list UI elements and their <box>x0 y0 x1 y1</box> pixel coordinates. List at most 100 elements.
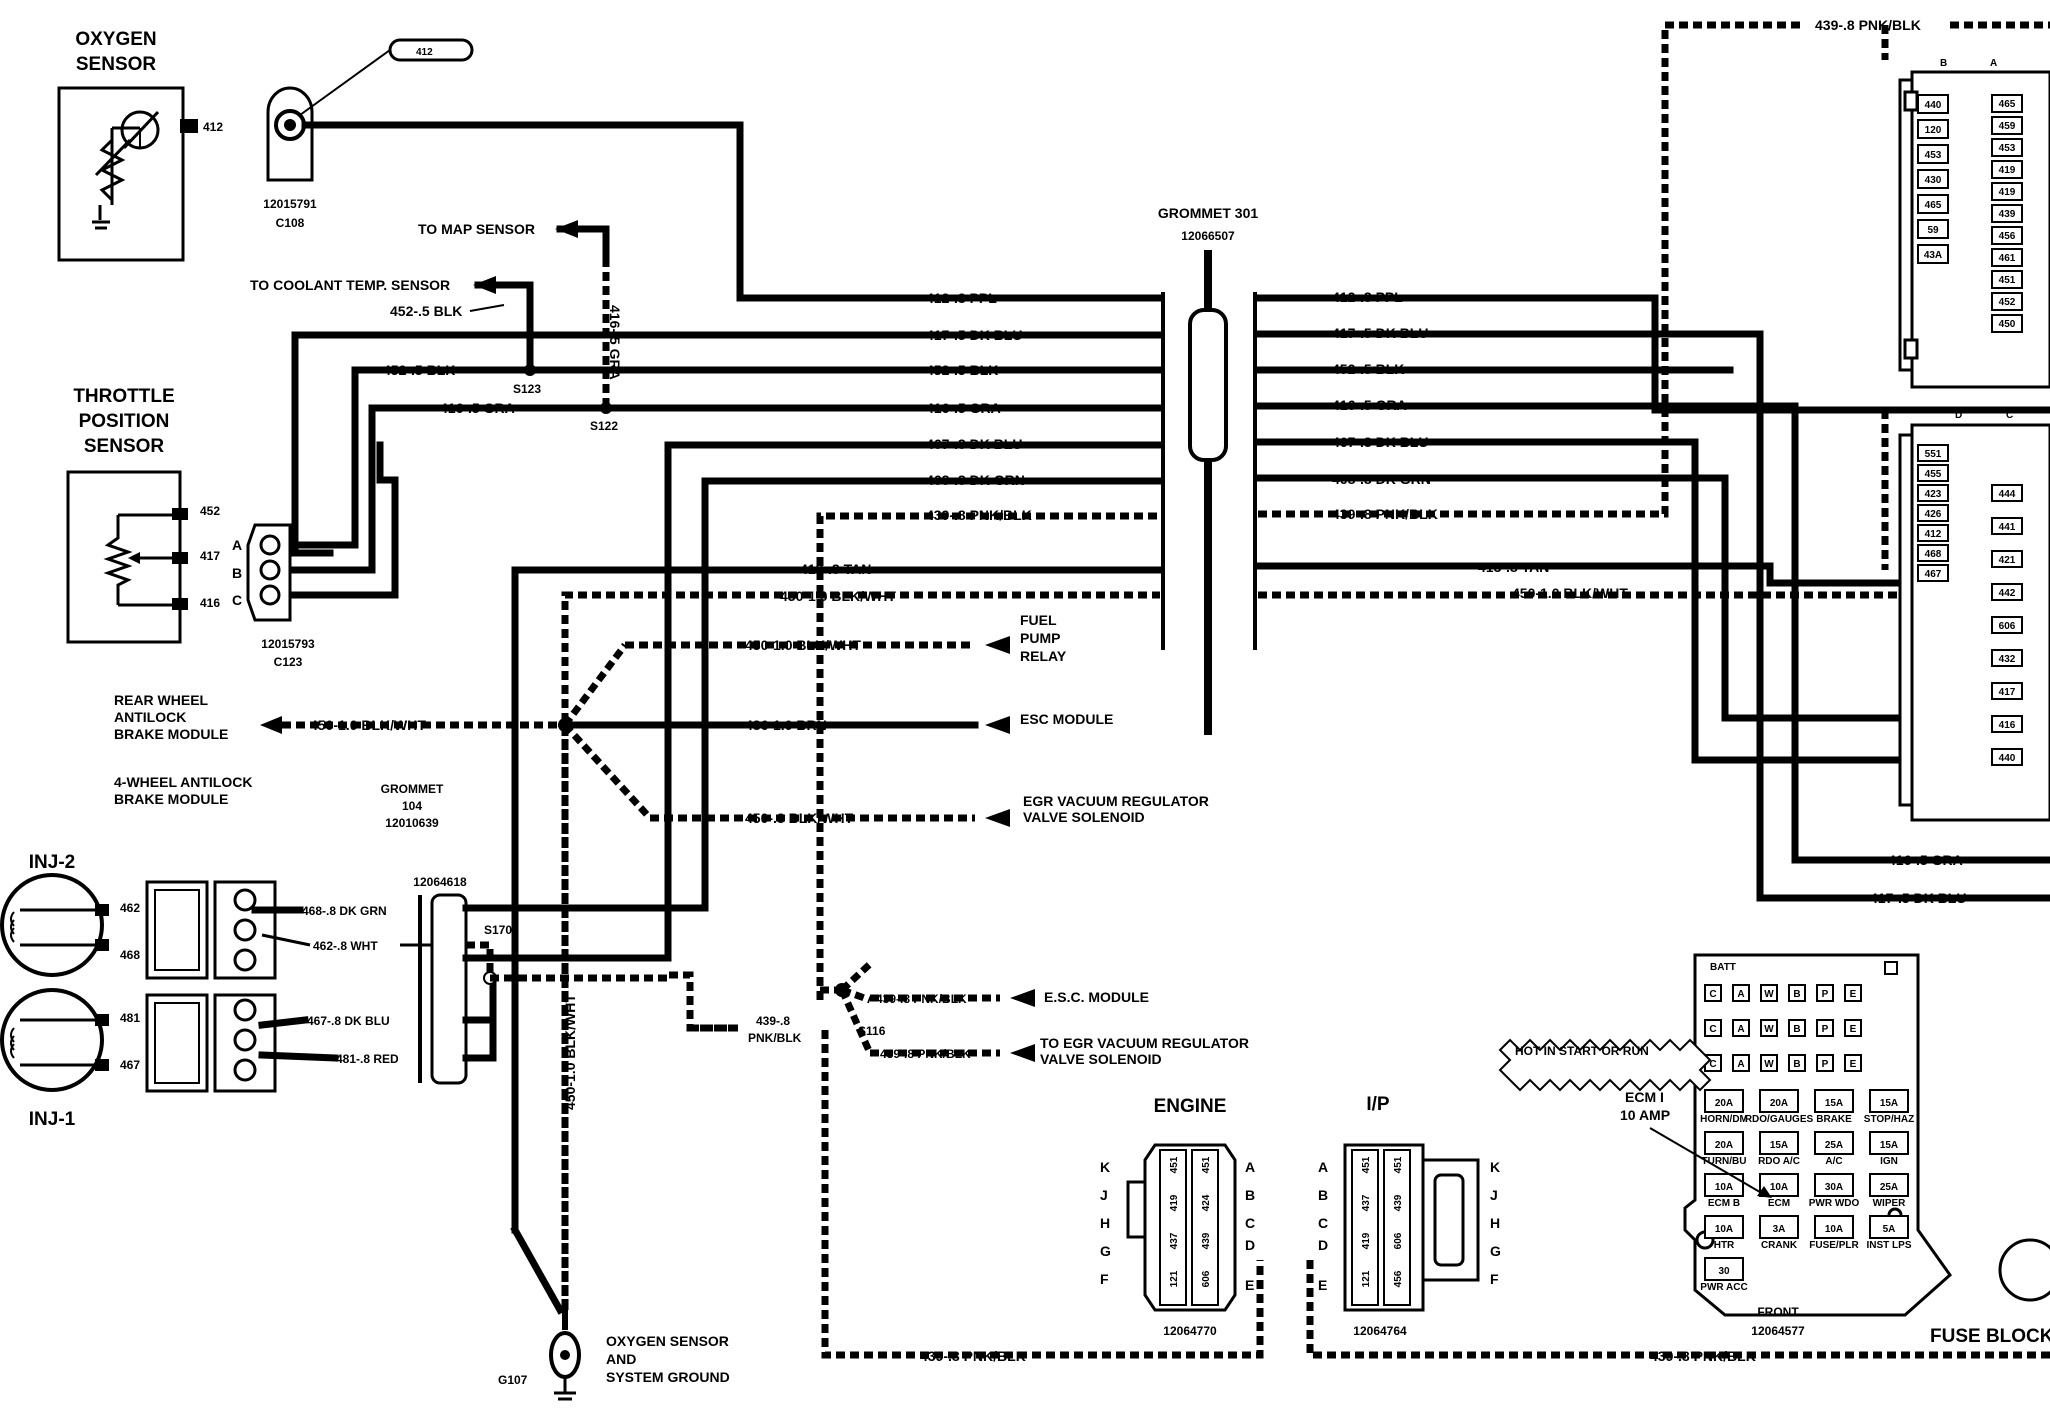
inj1-pin-467: 467 <box>120 1058 140 1072</box>
grommet-104-line3: 12010639 <box>385 816 439 830</box>
wire-467-right <box>1254 438 2050 764</box>
tps-pin-416: 416 <box>200 596 220 610</box>
esc-module-label: ESC MODULE <box>1020 711 1113 727</box>
connector-cavity: 121 <box>1169 1270 1180 1287</box>
fuse-rating: 25A <box>1880 1182 1898 1193</box>
rear-abs-1: REAR WHEEL <box>114 692 209 708</box>
fuse-block-front: FRONT <box>1757 1305 1799 1319</box>
ecm-a-pin-right-label: 465 <box>1999 99 2016 110</box>
to-map-sensor: TO MAP SENSOR <box>418 221 535 237</box>
fuse-terminal-label: C <box>1709 1024 1716 1035</box>
fuse-terminal <box>1732 1054 1750 1072</box>
fuse-terminal-label: E <box>1850 1059 1857 1070</box>
wire-450-fuel: 450-1.0 BLK/WHT <box>745 637 861 653</box>
inj2-label: INJ-2 <box>29 852 75 873</box>
ecm-a-pin-left-label: 453 <box>1925 150 1942 161</box>
c123-id: C123 <box>274 655 303 669</box>
ecm-d-pin-right-label: 432 <box>1999 654 2016 665</box>
grommet-104: GROMMET 104 12010639 <box>381 782 444 830</box>
ecm-a-pin-left <box>1917 94 1949 114</box>
ecm-a-pin-right-label: 450 <box>1999 319 2016 330</box>
ecm-d-pin-left-label: 551 <box>1925 449 1942 460</box>
ecm-d-pin-left-label: 426 <box>1925 509 1942 520</box>
oxygen-sensor-box <box>57 86 185 262</box>
ip-letter-e: E <box>1318 1277 1327 1293</box>
tps-pin-452: 452 <box>200 504 220 518</box>
fuse-rating: 30A <box>1825 1182 1843 1193</box>
fuse-terminal <box>1760 984 1778 1002</box>
wire-468-left <box>701 477 1164 877</box>
fuse-rating: 15A <box>1880 1098 1898 1109</box>
egr-solenoid-1: EGR VACUUM REGULATOR <box>1023 793 1209 809</box>
callout-412-text: 412 <box>416 47 433 58</box>
connector-cavity: 606 <box>1201 1270 1212 1287</box>
esc-module-s116: E.S.C. MODULE <box>1044 989 1149 1005</box>
fuse-terminal-label: E <box>1850 989 1857 1000</box>
ecm-d-pin-right-label: 606 <box>1999 621 2016 632</box>
ecm-a-pin-right-label: 419 <box>1999 165 2016 176</box>
ip-letter-d: D <box>1318 1237 1328 1253</box>
connector-cavity: 424 <box>1201 1194 1212 1211</box>
ecm-a-pin-left-label: 120 <box>1925 125 1942 136</box>
fuse-terminal <box>1704 1019 1722 1037</box>
c108-part: 12015791 <box>263 197 317 211</box>
fuse-circuit: CRANK <box>1761 1240 1798 1251</box>
sensor-wires: TO MAP SENSOR TO COOLANT TEMP. SENSOR 45… <box>250 220 623 433</box>
ecm-a-pin-right-label: 459 <box>1999 121 2016 132</box>
tps-pin-417: 417 <box>200 549 220 563</box>
s116-branch: 439-.8 PNK/BLK S116 439-.8 PNK/BLK E.S.C… <box>690 961 2050 1364</box>
fuse-terminal-label: A <box>1737 989 1744 1000</box>
ecm-a-pin-right-label: 456 <box>1999 231 2016 242</box>
wire-486: 486-1.0 BRN <box>745 717 827 733</box>
injector-2: INJ-2 462 468 <box>0 852 277 980</box>
fuse-terminal <box>1760 1054 1778 1072</box>
connector-cavity: 451 <box>1169 1156 1180 1173</box>
ecm-d-pin-left-label: 468 <box>1925 549 1942 560</box>
engine-letter-g: G <box>1100 1243 1111 1259</box>
fuse-rating: 20A <box>1715 1140 1733 1151</box>
fuse <box>1704 1215 1744 1239</box>
connector-cavity: 437 <box>1361 1194 1372 1211</box>
wire-450-left <box>561 591 1160 1310</box>
left-wire-412: 412-.8 PPL <box>926 290 997 306</box>
egr-solenoid-2: VALVE SOLENOID <box>1023 809 1145 825</box>
ecm-a-pin-right <box>1991 138 2023 157</box>
egr-s116-2: VALVE SOLENOID <box>1040 1051 1162 1067</box>
ecm-a-pin-right <box>1991 226 2023 245</box>
wire-439-left <box>816 512 1160 1000</box>
connector-cavity: 451 <box>1201 1156 1212 1173</box>
fuse-circuit: FUSE/PLR <box>1809 1240 1859 1251</box>
ecm-a-pin-right-label: 419 <box>1999 187 2016 198</box>
fuse-terminal-label: C <box>1709 989 1716 1000</box>
injector-1: 481 467 INJ-1 <box>0 988 277 1130</box>
wire-416-right-lower: 416-.5 GRA <box>1888 852 1963 868</box>
wire-439-s116-a: 439-.8 <box>756 1014 790 1028</box>
ecm-d-pin-right-label: 441 <box>1999 522 2016 533</box>
ecm-col-d: D <box>1955 410 1962 421</box>
wire-417-right <box>1254 330 2050 902</box>
wire-450-vertical: 450-1.0 BLK/WHT <box>562 994 578 1110</box>
ecm-fuse-label-2: 10 AMP <box>1620 1107 1670 1123</box>
ecm-a-pin-right <box>1991 182 2023 201</box>
wire-413-left <box>511 566 1164 1234</box>
ecm-d-pin-right <box>1991 616 2023 634</box>
ecm-d-pin-right-label: 416 <box>1999 720 2016 731</box>
oxygen-sensor-pin: 412 <box>203 120 223 134</box>
ecm-d-pin-right <box>1991 550 2023 568</box>
s123: S123 <box>513 382 541 396</box>
grommet-301-title: GROMMET 301 <box>1158 205 1259 221</box>
egr-s116-1: TO EGR VACUUM REGULATOR <box>1040 1035 1249 1051</box>
ecm-a-pin-left <box>1917 194 1949 214</box>
fuse-terminal-label: W <box>1764 989 1774 1000</box>
c12064618-part: 12064618 <box>413 875 467 889</box>
fuse <box>1759 1173 1799 1197</box>
fuse <box>1704 1131 1744 1155</box>
fuse-terminal-label: A <box>1737 1059 1744 1070</box>
ecm-a-pin-left <box>1917 244 1949 264</box>
ecm-a-pin-left-label: 43A <box>1924 250 1942 261</box>
ecm-a-pin-right <box>1991 314 2023 333</box>
fuse-rating: 10A <box>1715 1182 1733 1193</box>
s170: S170 <box>484 923 512 937</box>
fuse-terminal-label: B <box>1793 1059 1800 1070</box>
